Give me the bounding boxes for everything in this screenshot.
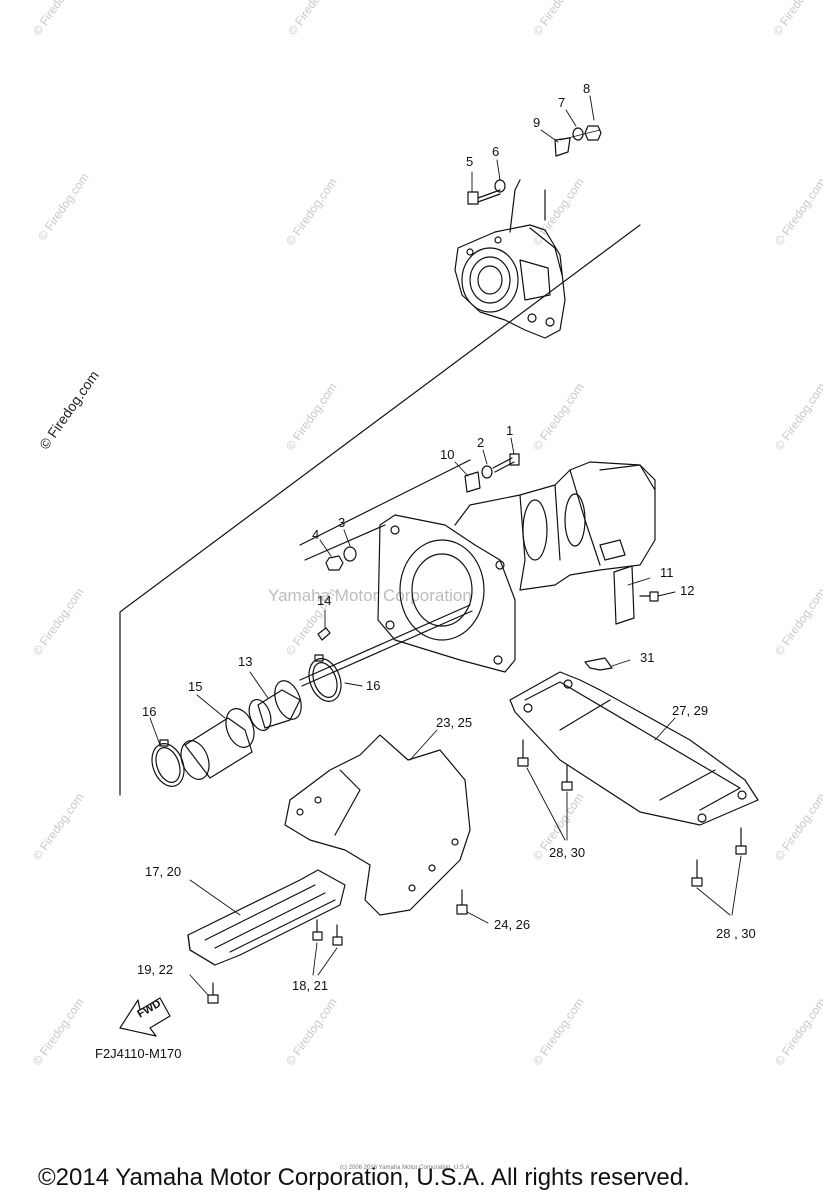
jet-pump-housing (377, 461, 656, 673)
leader-lines (149, 95, 742, 996)
shim-part-31 (584, 657, 613, 671)
hose-part-15 (180, 708, 255, 780)
rubber-boot-part-13 (248, 680, 302, 732)
bracket-part-11 (613, 565, 635, 625)
bolt-part-24-26 (456, 889, 468, 915)
watermark-center: Yamaha Motor Corporation (268, 586, 472, 605)
callout-11: 11 (660, 565, 674, 580)
callout-23-25: 23, 25 (436, 715, 473, 730)
callout-12: 12 (680, 583, 695, 598)
callout-10: 10 (440, 447, 455, 462)
callout-19-22: 19, 22 (137, 962, 174, 977)
callout-13: 13 (238, 654, 253, 669)
washer-part-3 (343, 546, 357, 562)
callout-5: 5 (466, 154, 474, 169)
washer-part-7 (572, 127, 584, 141)
callout-24-26: 24, 26 (494, 917, 531, 932)
nut-part-8 (584, 125, 602, 141)
callout-28-30: 28, 30 (549, 845, 586, 860)
callout-7: 7 (558, 95, 566, 110)
callout-9: 9 (533, 115, 541, 130)
nut-part-4 (325, 555, 344, 571)
callout-18-21: 18, 21 (292, 978, 329, 993)
callout-16: 16 (142, 704, 157, 719)
callout-17-20: 17, 20 (145, 864, 182, 879)
intake-grate-part-17-20 (187, 869, 346, 966)
callout-14: 14 (317, 593, 332, 608)
plate-part-10 (464, 471, 481, 493)
bolt-part-1 (492, 453, 520, 473)
bolt-part-18-21 (312, 919, 343, 946)
hose-clamp-part-16 (151, 739, 185, 787)
callout-6: 6 (492, 144, 500, 159)
callout-1: 1 (506, 423, 514, 438)
bolt-part-5 (467, 189, 501, 205)
callout-3: 3 (338, 515, 346, 530)
screw-part-14 (317, 627, 331, 641)
plate-part-9 (554, 137, 571, 157)
bolt-part-19-22 (207, 982, 219, 1004)
copyright-notice: ©2014 Yamaha Motor Corporation, U.S.A. A… (38, 1164, 690, 1191)
drive-shaft (299, 604, 473, 687)
washer-part-2 (481, 465, 493, 479)
hose-clamp-part-16 (308, 654, 342, 702)
callout-16: 16 (366, 678, 381, 693)
callout-28-30: 28 , 30 (716, 926, 756, 941)
cover-plate-part-23-25 (284, 734, 471, 916)
callout-8: 8 (583, 81, 591, 96)
callout-2: 2 (477, 435, 485, 450)
callout-4: 4 (312, 527, 320, 542)
fwd-arrow-icon (119, 997, 171, 1037)
alignment-frame (119, 189, 641, 796)
figure-code: F2J4110-M170 (95, 1046, 182, 1061)
callout-27-29: 27, 29 (672, 703, 709, 718)
callout-15: 15 (188, 679, 203, 694)
bolt-part-12 (639, 591, 659, 602)
bearing-housing (454, 179, 566, 339)
tiny-copyright: (c) 2006 2016 Yamaha Motor Corporation, … (340, 1165, 472, 1171)
callout-31: 31 (640, 650, 655, 665)
bolt-part-28-30 (517, 739, 747, 887)
ride-plate-part-27-29 (509, 671, 759, 826)
